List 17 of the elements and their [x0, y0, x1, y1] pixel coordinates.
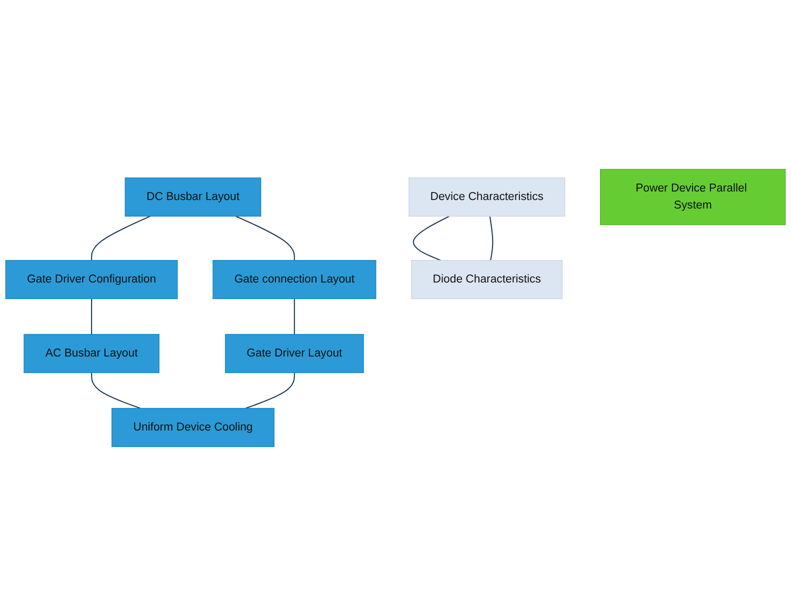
connector: [412, 216, 450, 261]
connector: [236, 216, 295, 260]
connector: [489, 216, 494, 260]
node-box: DC Busbar Layout: [124, 177, 262, 217]
node-box: AC Busbar Layout: [24, 334, 160, 374]
node-box: Gate connection Layout: [212, 260, 376, 300]
connector: [91, 372, 140, 409]
node-box: Gate Driver Configuration: [5, 260, 178, 300]
connector: [91, 216, 150, 260]
node-box: Diode Characteristics: [411, 260, 563, 300]
node-box: Power Device Parallel System: [600, 168, 786, 226]
connector: [245, 372, 295, 409]
connector: [294, 298, 295, 334]
node-box: Device Characteristics: [408, 177, 566, 217]
node-box: Gate Driver Layout: [224, 334, 364, 374]
node-box: Uniform Device Cooling: [112, 408, 274, 448]
connector: [91, 298, 92, 334]
